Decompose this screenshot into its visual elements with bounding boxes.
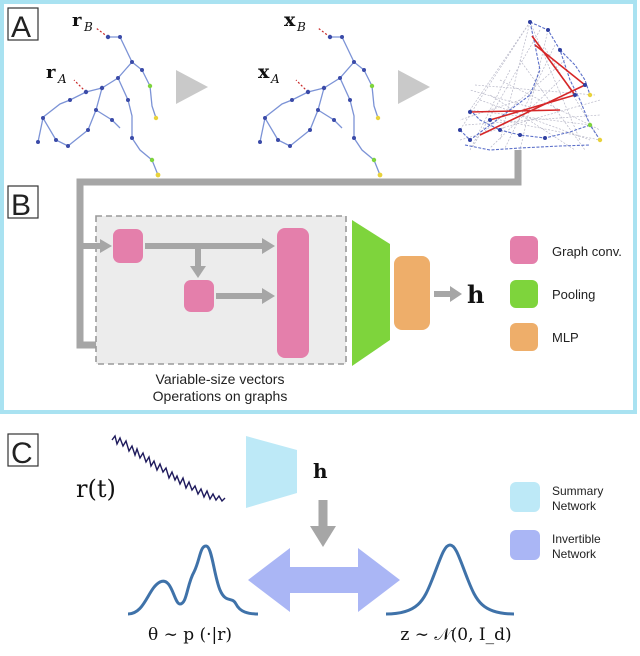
legend-swatch-mlp bbox=[510, 323, 538, 351]
svg-text:x: x bbox=[258, 61, 270, 83]
gaussian-distribution-curve bbox=[385, 543, 515, 616]
mlp-block bbox=[394, 256, 430, 330]
legend-b: Graph conv. Pooling MLP bbox=[510, 236, 622, 351]
legend-c: Summary Network Invertible Network bbox=[510, 482, 603, 561]
connected-graph bbox=[458, 20, 603, 151]
legend-label-pooling: Pooling bbox=[552, 287, 595, 302]
panel-c: C r(t) h θ ∼ p (·|r) z ∼ 𝒩(0, I_d) Summa… bbox=[7, 433, 603, 645]
multimodal-distribution-curve bbox=[127, 544, 259, 616]
pooling-block bbox=[352, 220, 390, 366]
latent-formula: z ∼ 𝒩(0, I_d) bbox=[400, 625, 511, 645]
summary-network-block bbox=[246, 436, 297, 508]
legend-label-invertible-2: Network bbox=[552, 547, 597, 561]
summary-h-symbol: h bbox=[313, 459, 328, 483]
arrow-a2 bbox=[398, 70, 430, 104]
posterior-formula: θ ∼ p (·|r) bbox=[148, 625, 232, 645]
legend-label-graph-conv: Graph conv. bbox=[552, 244, 622, 259]
summary-output-symbol: h bbox=[467, 280, 484, 309]
legend-swatch-summary bbox=[510, 482, 540, 512]
svg-text:A: A bbox=[270, 72, 280, 86]
svg-text:r: r bbox=[72, 10, 82, 31]
caption-variable-size: Variable-size vectors bbox=[156, 371, 285, 387]
graph-conv-block-1 bbox=[113, 229, 143, 263]
panel-b-label: B bbox=[11, 189, 31, 222]
r-a-label: r A bbox=[46, 62, 67, 86]
invertible-network-arrow bbox=[248, 548, 400, 612]
time-series-trace bbox=[111, 434, 226, 503]
input-series-symbol: r(t) bbox=[76, 475, 116, 503]
graph-conv-block-2 bbox=[184, 280, 214, 312]
legend-swatch-graph-conv bbox=[510, 236, 538, 264]
skeleton-graph-2 bbox=[258, 27, 383, 178]
arrow-a1 bbox=[176, 70, 208, 104]
skeleton-graph-1 bbox=[36, 27, 161, 178]
legend-label-mlp: MLP bbox=[552, 330, 579, 345]
svg-text:B: B bbox=[296, 20, 306, 34]
panel-c-label-box bbox=[7, 433, 39, 467]
concat-block bbox=[277, 228, 309, 358]
legend-swatch-pooling bbox=[510, 280, 538, 308]
legend-label-invertible-1: Invertible bbox=[552, 532, 601, 546]
svg-text:x: x bbox=[284, 9, 296, 31]
x-a-label: x A bbox=[258, 61, 280, 86]
panel-b: B h Variable-size vectors Operations on … bbox=[7, 150, 622, 404]
legend-label-summary-2: Network bbox=[552, 499, 597, 513]
panel-a-label-box bbox=[7, 7, 39, 41]
panel-a-label: A bbox=[11, 11, 31, 44]
panels-ab-frame bbox=[0, 0, 637, 414]
panel-c-label: C bbox=[11, 437, 33, 470]
panel-a: A r B bbox=[7, 7, 603, 178]
x-b-label: x B bbox=[284, 9, 306, 34]
caption-operations: Operations on graphs bbox=[153, 388, 288, 404]
panel-b-label-box bbox=[7, 185, 39, 219]
svg-text:B: B bbox=[83, 20, 93, 34]
r-b-label: r B bbox=[72, 10, 93, 34]
legend-label-summary-1: Summary bbox=[552, 484, 603, 498]
legend-swatch-invertible bbox=[510, 530, 540, 560]
svg-text:r: r bbox=[46, 62, 56, 83]
svg-text:A: A bbox=[57, 72, 67, 86]
